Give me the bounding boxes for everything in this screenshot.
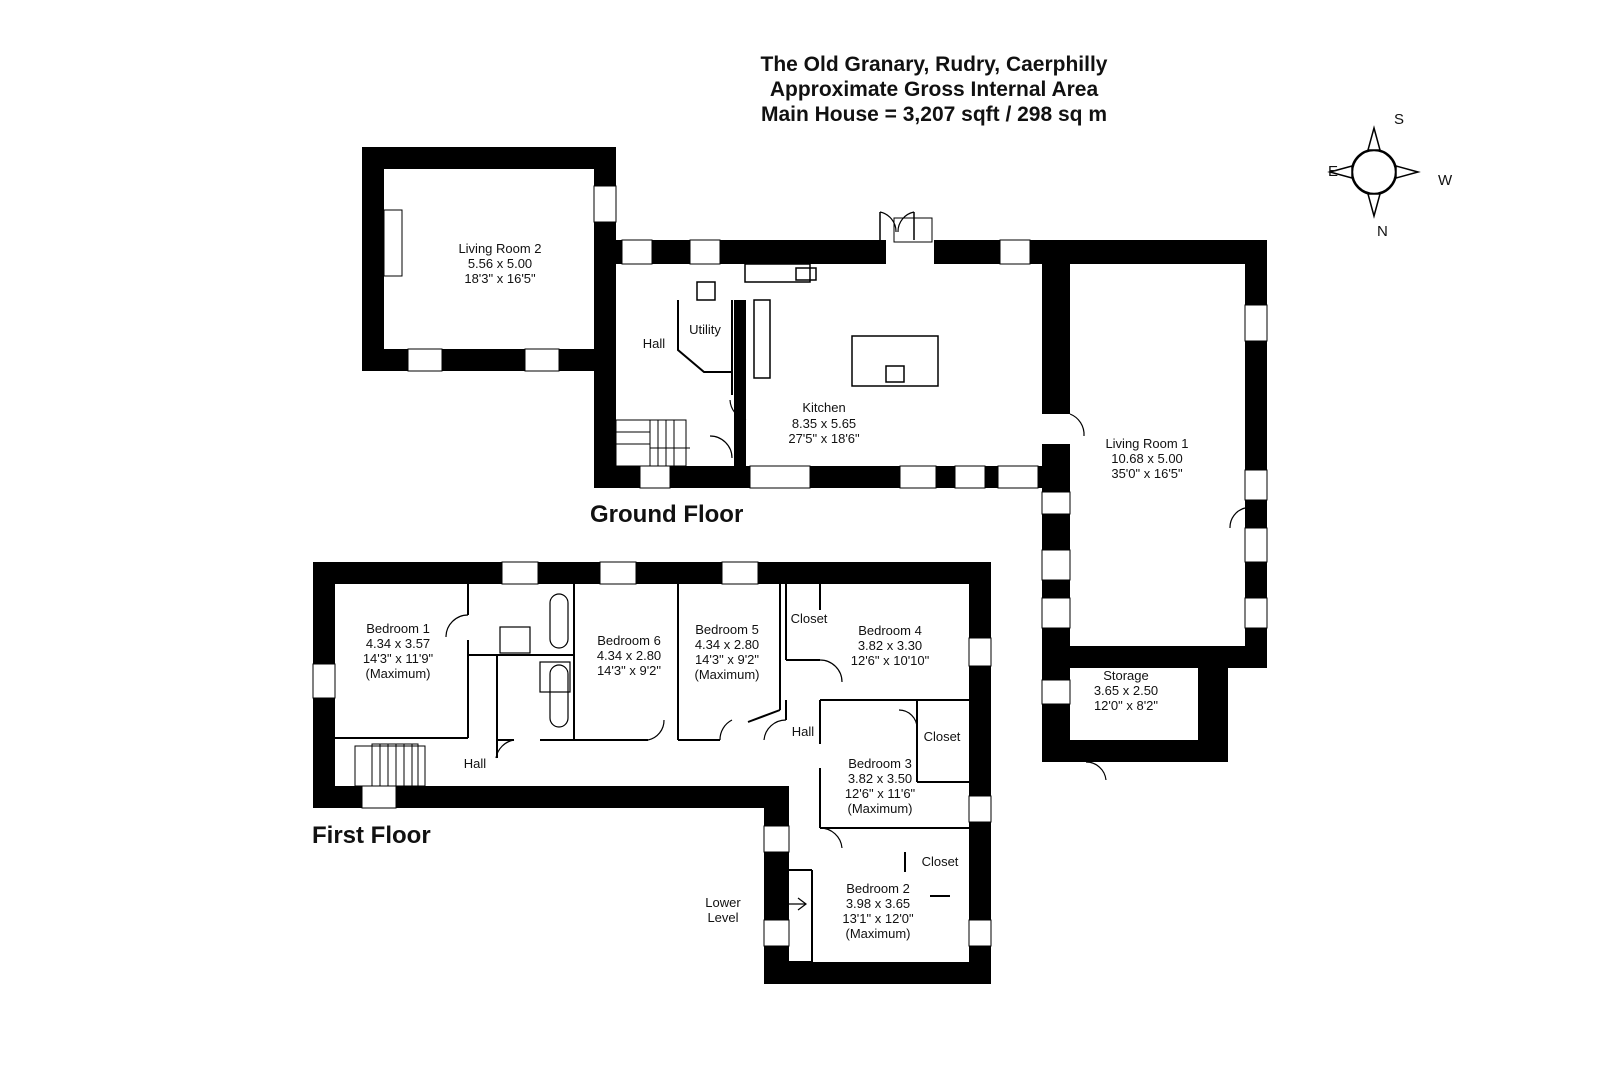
room-metric: 5.56 x 5.00 bbox=[468, 256, 532, 271]
utility-label: Utility bbox=[689, 322, 721, 337]
bedroom-1-label: Bedroom 1 4.34 x 3.57 14'3" x 11'9" (Max… bbox=[363, 621, 434, 681]
room-name: Bedroom 1 bbox=[366, 621, 430, 636]
bedroom-2-label: Bedroom 2 3.98 x 3.65 13'1" x 12'0" (Max… bbox=[842, 881, 914, 941]
room-metric: 4.34 x 3.57 bbox=[366, 636, 430, 651]
first-floor-label: First Floor bbox=[312, 822, 431, 849]
room-metric: 8.35 x 5.65 bbox=[792, 416, 856, 431]
room-imperial: 18'3" x 16'5" bbox=[464, 271, 536, 286]
room-note: (Maximum) bbox=[366, 666, 431, 681]
wall bbox=[1042, 740, 1228, 762]
wall bbox=[594, 245, 616, 488]
lower-level-line1: Lower bbox=[705, 895, 741, 910]
room-name: Bedroom 6 bbox=[597, 633, 661, 648]
bedroom-6-label: Bedroom 6 4.34 x 2.80 14'3" x 9'2" bbox=[597, 633, 662, 678]
compass-east-label: E bbox=[1328, 163, 1338, 180]
ground-hall-label: Hall bbox=[643, 336, 666, 351]
first-floor-windows bbox=[312, 561, 992, 947]
wall bbox=[764, 962, 991, 984]
room-name: Kitchen bbox=[802, 400, 845, 415]
room-name: Living Room 2 bbox=[458, 241, 541, 256]
room-note: (Maximum) bbox=[848, 801, 913, 816]
wall bbox=[764, 786, 789, 984]
closet-b-label: Closet bbox=[924, 729, 961, 744]
area-summary: Main House = 3,207 sqft / 298 sq m bbox=[760, 103, 1108, 126]
closet-a-label: Closet bbox=[791, 611, 828, 626]
property-title: The Old Granary, Rudry, Caerphilly bbox=[760, 53, 1108, 76]
compass-rose: S E W N bbox=[1327, 111, 1453, 240]
first-floor-interior bbox=[335, 584, 969, 963]
room-metric: 3.82 x 3.50 bbox=[848, 771, 912, 786]
wall bbox=[1042, 444, 1070, 500]
room-imperial: 12'6" x 11'6" bbox=[845, 786, 916, 801]
room-name: Bedroom 5 bbox=[695, 622, 759, 637]
wall bbox=[313, 786, 789, 808]
room-metric: 3.82 x 3.30 bbox=[858, 638, 922, 653]
room-name: Bedroom 2 bbox=[846, 881, 910, 896]
wall bbox=[1042, 500, 1070, 762]
area-subtitle: Approximate Gross Internal Area bbox=[769, 78, 1099, 101]
first-hall-right-label: Hall bbox=[792, 724, 815, 739]
ground-floor-windows bbox=[383, 185, 1268, 705]
room-imperial: 14'3" x 11'9" bbox=[363, 651, 434, 666]
wall bbox=[616, 240, 886, 264]
room-name: Storage bbox=[1103, 668, 1149, 683]
wall bbox=[934, 240, 1267, 264]
wall bbox=[734, 300, 746, 488]
first-hall-left-label: Hall bbox=[464, 756, 487, 771]
wall bbox=[1042, 646, 1267, 668]
bedroom-5-label: Bedroom 5 4.34 x 2.80 14'3" x 9'2" (Maxi… bbox=[695, 622, 760, 682]
wall bbox=[362, 147, 616, 169]
room-imperial: 14'3" x 9'2" bbox=[597, 663, 661, 678]
room-metric: 3.65 x 2.50 bbox=[1094, 683, 1158, 698]
room-metric: 3.98 x 3.65 bbox=[846, 896, 910, 911]
compass-north-label: N bbox=[1377, 223, 1388, 240]
compass-west-label: W bbox=[1438, 172, 1453, 189]
storage-label: Storage 3.65 x 2.50 12'0" x 8'2" bbox=[1094, 668, 1159, 713]
room-metric: 10.68 x 5.00 bbox=[1111, 451, 1183, 466]
room-imperial: 13'1" x 12'0" bbox=[842, 911, 914, 926]
wall bbox=[362, 147, 384, 371]
room-metric: 4.34 x 2.80 bbox=[597, 648, 661, 663]
room-name: Bedroom 3 bbox=[848, 756, 912, 771]
room-imperial: 35'0" x 16'5" bbox=[1111, 466, 1183, 481]
plan-header: The Old Granary, Rudry, Caerphilly Appro… bbox=[0, 52, 1620, 127]
room-imperial: 12'6" x 10'10" bbox=[851, 653, 930, 668]
bedroom-3-label: Bedroom 3 3.82 x 3.50 12'6" x 11'6" (Max… bbox=[845, 756, 916, 816]
room-note: (Maximum) bbox=[695, 667, 760, 682]
living-room-2-label: Living Room 2 5.56 x 5.00 18'3" x 16'5" bbox=[458, 241, 541, 286]
wall bbox=[1042, 264, 1070, 414]
wall bbox=[313, 562, 991, 584]
room-imperial: 27'5" x 18'6" bbox=[788, 431, 860, 446]
room-imperial: 14'3" x 9'2" bbox=[695, 652, 759, 667]
room-name: Living Room 1 bbox=[1105, 436, 1188, 451]
bedroom-4-label: Bedroom 4 3.82 x 3.30 12'6" x 10'10" bbox=[851, 623, 930, 668]
closet-c-label: Closet bbox=[922, 854, 959, 869]
kitchen-label: Kitchen 8.35 x 5.65 27'5" x 18'6" bbox=[788, 400, 860, 446]
ground-floor-interior bbox=[595, 211, 1246, 781]
compass-south-label: S bbox=[1394, 111, 1404, 128]
living-room-1-label: Living Room 1 10.68 x 5.00 35'0" x 16'5" bbox=[1105, 436, 1188, 481]
first-floor-plan bbox=[313, 562, 991, 984]
wall bbox=[969, 562, 991, 984]
room-name: Bedroom 4 bbox=[858, 623, 922, 638]
lower-level-line2: Level bbox=[707, 910, 738, 925]
lower-level-label: Lower Level bbox=[705, 895, 741, 925]
room-metric: 4.34 x 2.80 bbox=[695, 637, 759, 652]
ground-floor-label: Ground Floor bbox=[590, 501, 743, 528]
room-note: (Maximum) bbox=[846, 926, 911, 941]
room-imperial: 12'0" x 8'2" bbox=[1094, 698, 1158, 713]
